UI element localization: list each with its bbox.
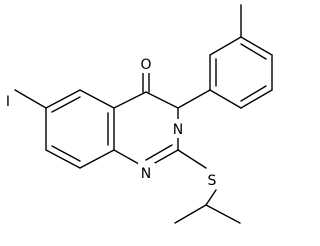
bond-aryl-6 xyxy=(209,89,242,109)
oxygen-atom-label: O xyxy=(140,57,151,73)
nitrogen-n1-atom-label: N xyxy=(141,166,151,182)
bond-c6-i xyxy=(14,89,47,109)
bond-c7-c8 xyxy=(45,149,81,169)
bond-aryl-5-inner xyxy=(240,85,267,102)
sulfur-atom-label: S xyxy=(208,173,217,189)
bond-c2-n1-double xyxy=(145,144,173,161)
bond-c5-c6-inner xyxy=(51,96,81,113)
bond-ch-me1 xyxy=(174,204,207,224)
bond-c4-c4a xyxy=(113,91,147,109)
bond-c7-c8-inner xyxy=(51,145,81,162)
atom-labels: O I N N S xyxy=(0,54,220,189)
iodine-atom-label: I xyxy=(6,94,10,110)
bond-c5-c6 xyxy=(45,89,81,109)
bonds xyxy=(14,4,273,224)
bond-c8-c8a xyxy=(79,149,115,169)
chemical-structure-diagram: O I N N S xyxy=(0,4,273,224)
bond-n3-aryl xyxy=(177,89,211,109)
nitrogen-n3-atom-label: N xyxy=(173,122,183,138)
bond-aryl-3-inner xyxy=(240,43,267,60)
bond-c4-n3 xyxy=(145,91,179,109)
bond-aryl-2 xyxy=(209,36,242,56)
bond-aryl-5 xyxy=(240,89,273,109)
bond-aryl-3 xyxy=(240,36,273,56)
bond-s-ch xyxy=(205,189,217,206)
bond-ch-me2 xyxy=(205,204,241,224)
bond-c4a-c5 xyxy=(79,89,115,109)
bond-c2-s xyxy=(177,149,207,169)
